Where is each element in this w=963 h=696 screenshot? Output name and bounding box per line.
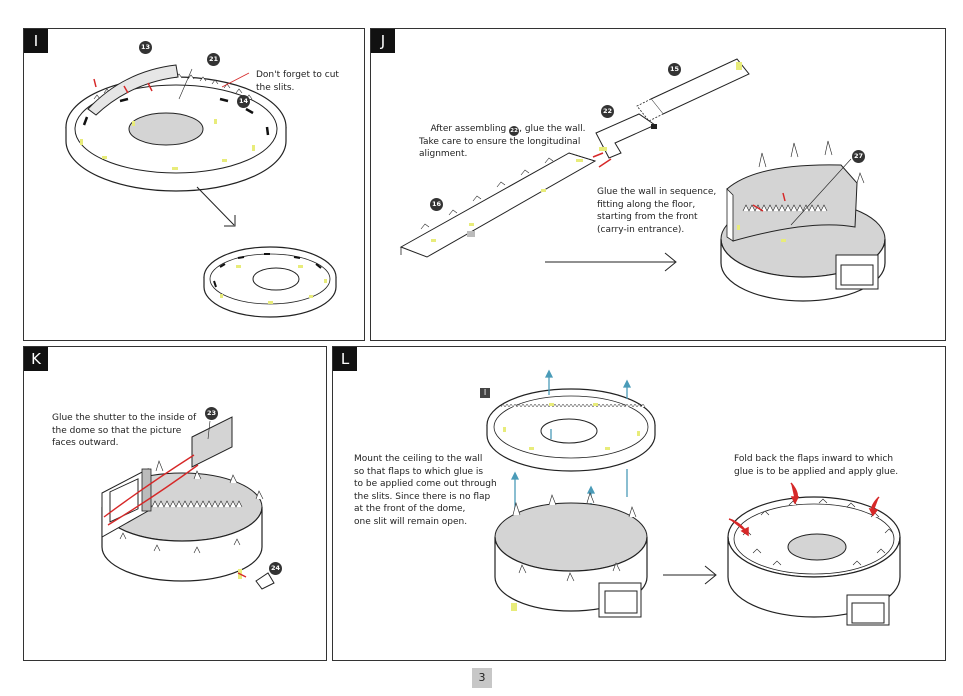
- part-27-callout: 27: [852, 150, 865, 163]
- mount-ceiling-note: Mount the ceiling to the wall so that fl…: [354, 454, 497, 527]
- panel-label: L: [333, 347, 357, 371]
- panel-label: K: [24, 347, 48, 371]
- part-22-callout: 22: [601, 105, 614, 118]
- wall-sequence-note: Glue the wall in sequence, fitting along…: [597, 187, 717, 235]
- panel-label: I: [24, 29, 48, 53]
- step-i-reference: I: [480, 388, 490, 398]
- panel-i: I: [23, 28, 365, 341]
- part-15-callout: 15: [668, 63, 681, 76]
- assemble-note-prefix: After assembling: [430, 123, 510, 134]
- ceiling-mount-illustration: [486, 369, 901, 626]
- assemble-note-suffix: , glue the wall. Take care to ensure the…: [419, 123, 586, 160]
- page-number: 3: [472, 668, 492, 688]
- panel-k: K 23 24 Glue the shutter to the inside o…: [23, 346, 327, 661]
- slits-note: Don't forget to cut the slits.: [256, 70, 339, 93]
- shutter-note: Glue the shutter to the inside of the do…: [52, 413, 197, 448]
- part-24-callout: 24: [269, 562, 282, 575]
- part-22-inline-ref: 22: [509, 125, 520, 136]
- floor-assembly-illustration: [65, 64, 337, 318]
- panel-label: J: [371, 29, 395, 53]
- panel-l: L I: [332, 346, 946, 661]
- assemble-note: After assembling 22, glue the wall. Take…: [419, 110, 599, 173]
- part-21-callout: 21: [207, 53, 220, 66]
- shutter-illustration: [101, 416, 275, 590]
- part-14-callout: 14: [237, 95, 250, 108]
- panel-j: J: [370, 28, 946, 341]
- part-13-callout: 13: [139, 41, 152, 54]
- fold-flaps-note: Fold back the flaps inward to which glue…: [734, 454, 899, 477]
- part-23-callout: 23: [205, 407, 218, 420]
- part-16-callout: 16: [430, 198, 443, 211]
- wall-assembly-illustration: [399, 58, 886, 302]
